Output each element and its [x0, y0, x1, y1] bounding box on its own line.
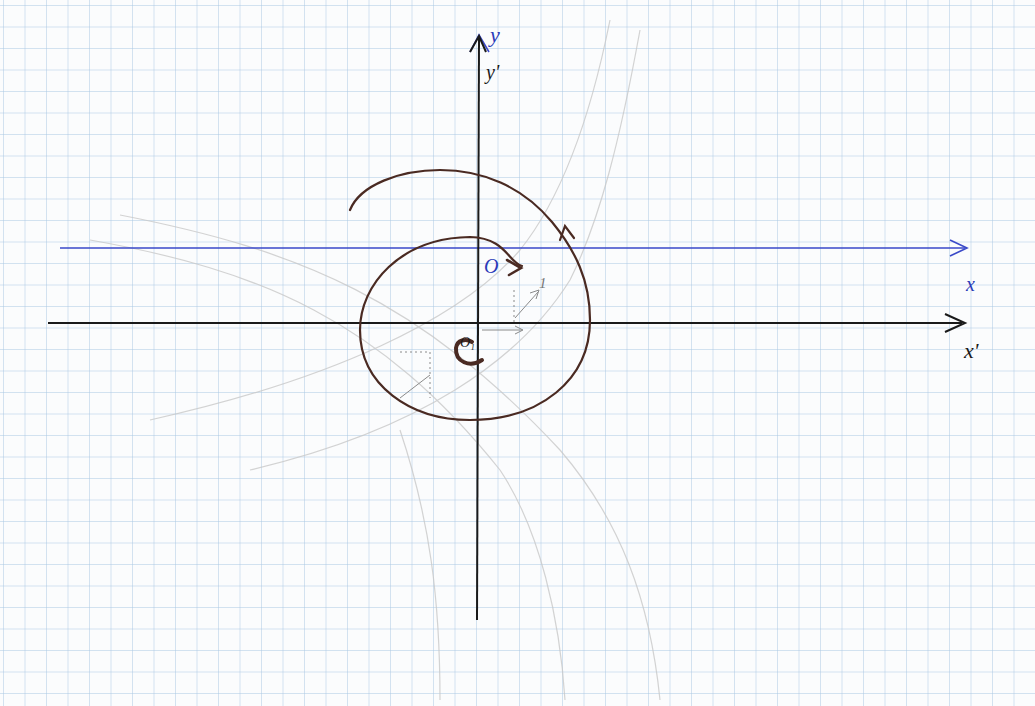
- pencil-traces: [90, 20, 660, 700]
- pencil-helpers: [400, 290, 539, 398]
- spiral-trajectory: [350, 170, 590, 420]
- blue-axes: [60, 35, 967, 256]
- black-axes: [48, 36, 965, 620]
- axis-label: y': [486, 62, 499, 82]
- axis-label: y: [490, 24, 500, 46]
- axis-label: 1: [539, 276, 547, 291]
- axis-label: O₁: [460, 336, 475, 350]
- axis-label: x: [966, 274, 975, 294]
- axis-label: x': [964, 340, 978, 362]
- axis-label: O: [484, 256, 498, 276]
